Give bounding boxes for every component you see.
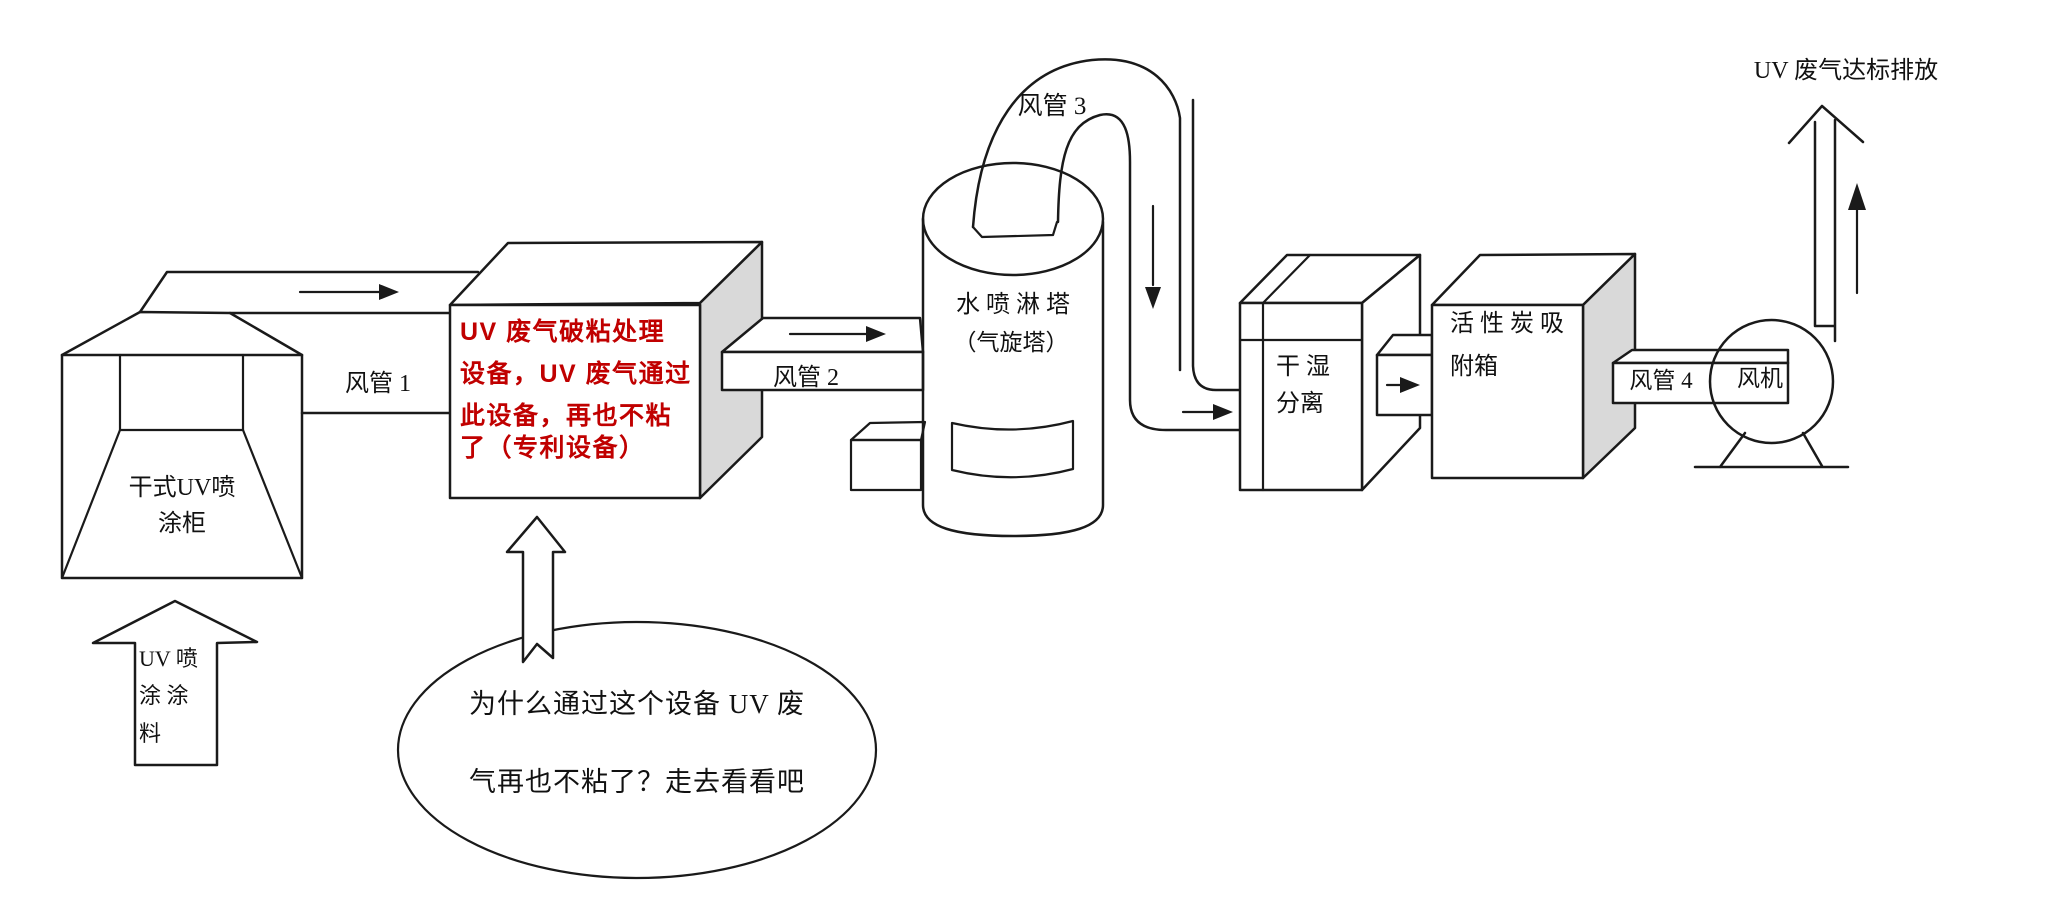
duct-1: 风管 1 (138, 270, 480, 415)
treatment-text-line3: 此设备，再也不粘 (460, 402, 672, 430)
chimney: UV 废气达标排放 (1754, 57, 1938, 343)
duct-3-inner-wall (1056, 113, 1242, 432)
separator-box: 干 湿 分离 (1238, 253, 1422, 492)
separator-label-line1: 干 湿 (1276, 353, 1330, 380)
duct-4-front (1611, 361, 1790, 405)
treatment-text-line2: 设备，UV 废气通过 (460, 359, 692, 388)
inlet-text-line2: 涂 涂 (139, 683, 189, 708)
outlet-label: UV 废气达标排放 (1754, 57, 1938, 84)
inlet-arrow: UV 喷 涂 涂 料 (91, 599, 259, 767)
flow-arrow-2-icon (788, 326, 886, 342)
booth-hood (60, 310, 304, 357)
booth-opening (118, 353, 245, 432)
carbon-box-front (1430, 303, 1585, 480)
duct-2-label: 风管 2 (773, 364, 839, 391)
treatment-box-front (448, 303, 702, 500)
carbon-box: 活 性 炭 吸 附箱 (1430, 252, 1637, 480)
tower-body (921, 217, 1105, 538)
duct-3-tower-joint (971, 220, 1059, 239)
fan-scroll (1708, 318, 1835, 445)
question-arrow-icon (505, 515, 567, 664)
chimney-arrow-icon (1787, 104, 1865, 145)
transfer-duct (1375, 333, 1434, 417)
fan-label: 风机 (1737, 366, 1783, 391)
duct-3-label: 风管 3 (1018, 92, 1087, 120)
separator-front (1238, 301, 1364, 492)
tower-window (950, 419, 1075, 479)
spray-booth: 干式UV喷 涂柜 (60, 310, 304, 580)
carbon-label-line2: 附箱 (1450, 353, 1498, 380)
treatment-text-line4: 了（专利设备） (460, 433, 646, 462)
tower-top (921, 161, 1105, 277)
fan (1693, 318, 1850, 469)
tower-label-line1: 水 喷 淋 塔 (956, 291, 1070, 318)
bubble-text-line2: 气再也不粘了？走去看看吧 (469, 767, 805, 797)
separator-label-line2: 分离 (1276, 390, 1324, 417)
tower-pedestal-top (849, 420, 927, 442)
booth-label-line2: 涂柜 (158, 510, 206, 537)
flow-arrow-down-icon (1145, 204, 1161, 309)
inlet-text-line3: 料 (139, 721, 161, 746)
flow-arrow-into-separator-icon (1181, 404, 1233, 420)
speech-bubble: 为什么通过这个设备 UV 废 气再也不粘了？走去看看吧 (396, 515, 878, 880)
flow-arrow-1-icon (298, 284, 399, 300)
treatment-text-line1: UV 废气破粘处理 (460, 317, 665, 346)
bubble-text-line1: 为什么通过这个设备 UV 废 (469, 689, 805, 719)
duct-4: 风管 4 风机 (1611, 348, 1790, 405)
booth-floor-lines (60, 428, 304, 580)
duct-1-label: 风管 1 (345, 370, 411, 397)
booth-front (60, 353, 304, 580)
booth-label-line1: 干式UV喷 (129, 474, 236, 501)
duct-1-top (138, 270, 480, 314)
up-arrow-icon (91, 599, 259, 767)
fan-stand (1693, 431, 1850, 469)
tower-pedestal (849, 438, 923, 492)
flow-arrow-3-icon (1385, 377, 1420, 393)
carbon-label-line1: 活 性 炭 吸 (1450, 310, 1564, 337)
duct-4-label: 风管 4 (1629, 368, 1693, 393)
tower-label-line2: （气旋塔） (954, 330, 1069, 355)
duct-4-topface (1611, 348, 1790, 365)
bubble-ellipse (396, 620, 878, 880)
duct-2: 风管 2 (720, 316, 925, 392)
spray-tower: 水 喷 淋 塔 （气旋塔） (849, 161, 1105, 538)
chimney-pipe (1813, 118, 1837, 343)
separator-panel-lines (1238, 253, 1364, 492)
treatment-box: UV 废气破粘处理 设备，UV 废气通过 此设备，再也不粘 了（专利设备） (448, 240, 764, 500)
duct-3-pipe: 风管 3 (971, 58, 1242, 432)
inlet-text-line1: UV 喷 (139, 646, 198, 671)
duct-3-outer-wall (971, 58, 1182, 372)
duct-2-front (720, 350, 925, 392)
exhaust-arrow-icon (1848, 183, 1866, 295)
duct-3-right-wall (1191, 98, 1242, 392)
